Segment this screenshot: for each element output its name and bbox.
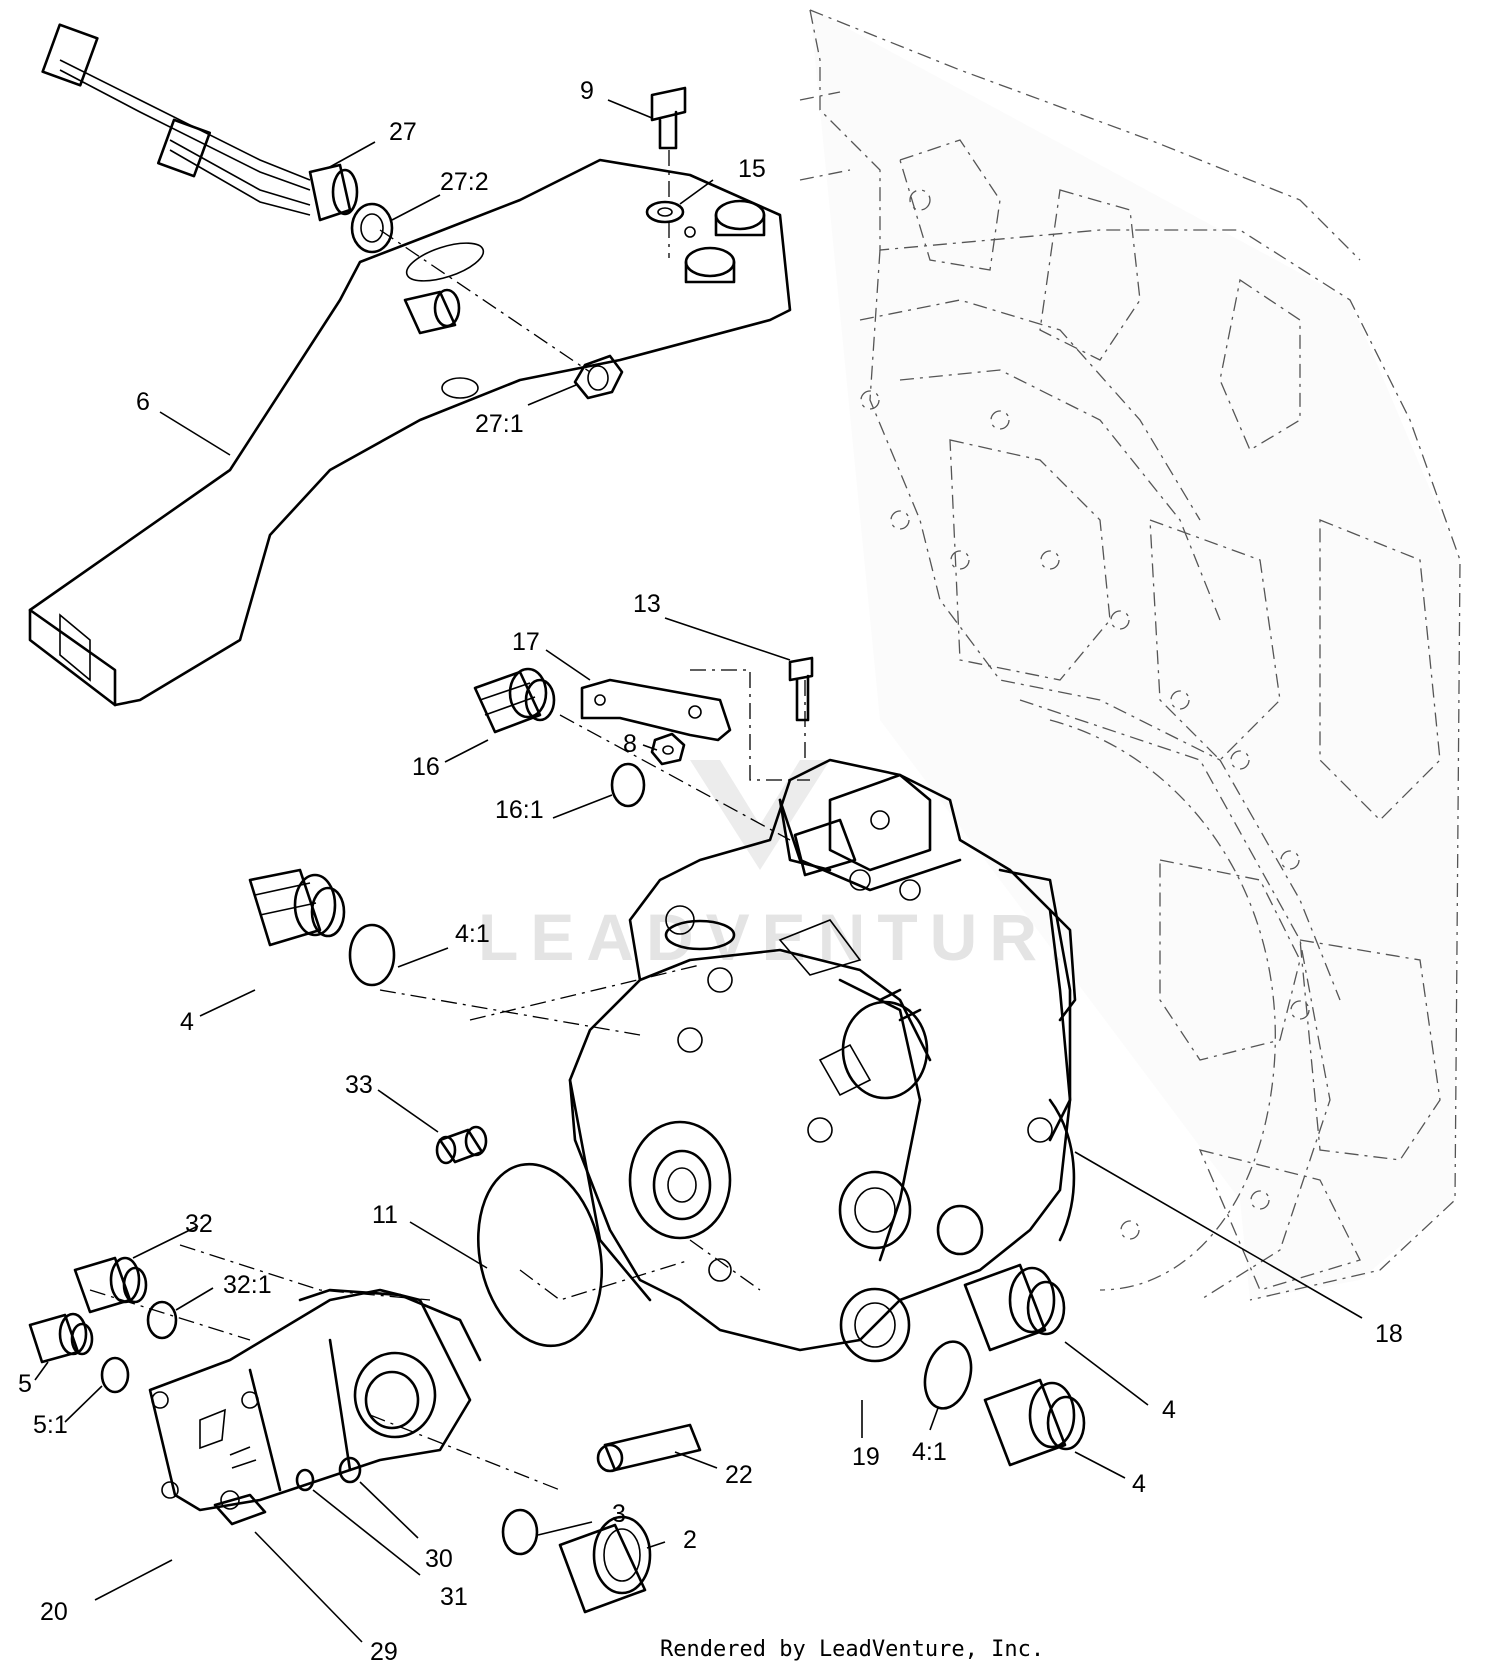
alignment-lines <box>89 150 810 1491</box>
callout-15: 15 <box>738 155 766 183</box>
engine-background <box>799 8 1461 1301</box>
harness-washer-27-2[interactable] <box>350 202 394 254</box>
o-ring-32-1[interactable] <box>146 1300 178 1340</box>
callout-4-1-upper: 4:1 <box>455 920 490 948</box>
fitting-5[interactable] <box>28 1312 94 1364</box>
callout-29: 29 <box>370 1638 398 1666</box>
fitting-4-lower-right[interactable] <box>983 1378 1086 1467</box>
watermark-text: LEADVENTURE <box>478 900 1105 974</box>
callout-33: 33 <box>345 1071 373 1099</box>
harness-nut-27-1[interactable] <box>573 354 624 400</box>
callout-6: 6 <box>136 388 150 416</box>
callout-16: 16 <box>412 753 440 781</box>
callout-18: 18 <box>1375 1320 1403 1348</box>
fitting-32[interactable] <box>73 1256 148 1314</box>
callout-31: 31 <box>440 1583 468 1611</box>
bolt-13[interactable] <box>788 656 814 722</box>
callout-22: 22 <box>725 1461 753 1489</box>
callout-5-1: 5:1 <box>33 1411 68 1439</box>
callout-9: 9 <box>580 77 594 105</box>
callout-8: 8 <box>623 730 637 758</box>
bolt-29[interactable] <box>213 1493 267 1526</box>
callout-5: 5 <box>18 1370 32 1398</box>
callout-32-1: 32:1 <box>223 1271 272 1299</box>
hydrostatic-pump-19[interactable] <box>568 758 1077 1363</box>
dowel-22[interactable] <box>596 1423 702 1473</box>
callout-4-1-lower: 4:1 <box>912 1438 947 1466</box>
bolt-9[interactable] <box>650 86 687 150</box>
callout-27-1: 27:1 <box>475 410 524 438</box>
fitting-16[interactable] <box>473 667 556 734</box>
nut-8[interactable] <box>650 732 686 766</box>
valve-block-18[interactable] <box>998 868 1076 1242</box>
bracket-17[interactable] <box>580 678 732 742</box>
callout-17: 17 <box>512 628 540 656</box>
o-ring-4-1-right[interactable] <box>918 1336 978 1413</box>
gear-pump-20[interactable] <box>148 1288 482 1512</box>
bracket-mounting-bolts <box>684 199 766 284</box>
callout-19: 19 <box>852 1443 880 1471</box>
callout-13: 13 <box>633 590 661 618</box>
fitting-4-upper-right[interactable] <box>963 1263 1066 1352</box>
callout-4-right-upper: 4 <box>1162 1396 1176 1424</box>
o-ring-3[interactable] <box>501 1508 539 1556</box>
callout-27-2: 27:2 <box>440 168 489 196</box>
callout-20: 20 <box>40 1598 68 1626</box>
callout-4-upper: 4 <box>180 1008 194 1036</box>
callout-32: 32 <box>185 1210 213 1238</box>
frame-bracket-6[interactable] <box>28 158 792 707</box>
o-ring-11[interactable] <box>462 1153 618 1358</box>
render-credit: Rendered by LeadVenture, Inc. <box>660 1637 1044 1662</box>
o-ring-30[interactable] <box>338 1456 362 1484</box>
o-ring-4-1-left[interactable] <box>348 923 396 987</box>
o-ring-16-1[interactable] <box>610 762 646 808</box>
callout-4-right-lower: 4 <box>1132 1470 1146 1498</box>
fitting-4-left[interactable] <box>248 868 346 947</box>
leader-lines <box>34 99 1363 1643</box>
o-ring-31[interactable] <box>295 1468 315 1492</box>
callout-27: 27 <box>389 118 417 146</box>
fitting-33[interactable] <box>435 1125 488 1165</box>
callout-3: 3 <box>612 1500 626 1528</box>
o-ring-5-1[interactable] <box>100 1356 130 1394</box>
callout-11: 11 <box>372 1201 398 1229</box>
sensor-fitting <box>403 288 461 335</box>
harness-sensor-27[interactable] <box>41 23 359 222</box>
fitting-2[interactable] <box>558 1515 652 1614</box>
callout-labels: 9 27 27:2 15 6 27:1 13 17 16 8 16:1 4:1 … <box>18 77 1403 1666</box>
callout-30: 30 <box>425 1545 453 1573</box>
washer-15[interactable] <box>645 200 685 224</box>
callout-2: 2 <box>683 1526 697 1554</box>
callout-16-1: 16:1 <box>495 796 544 824</box>
